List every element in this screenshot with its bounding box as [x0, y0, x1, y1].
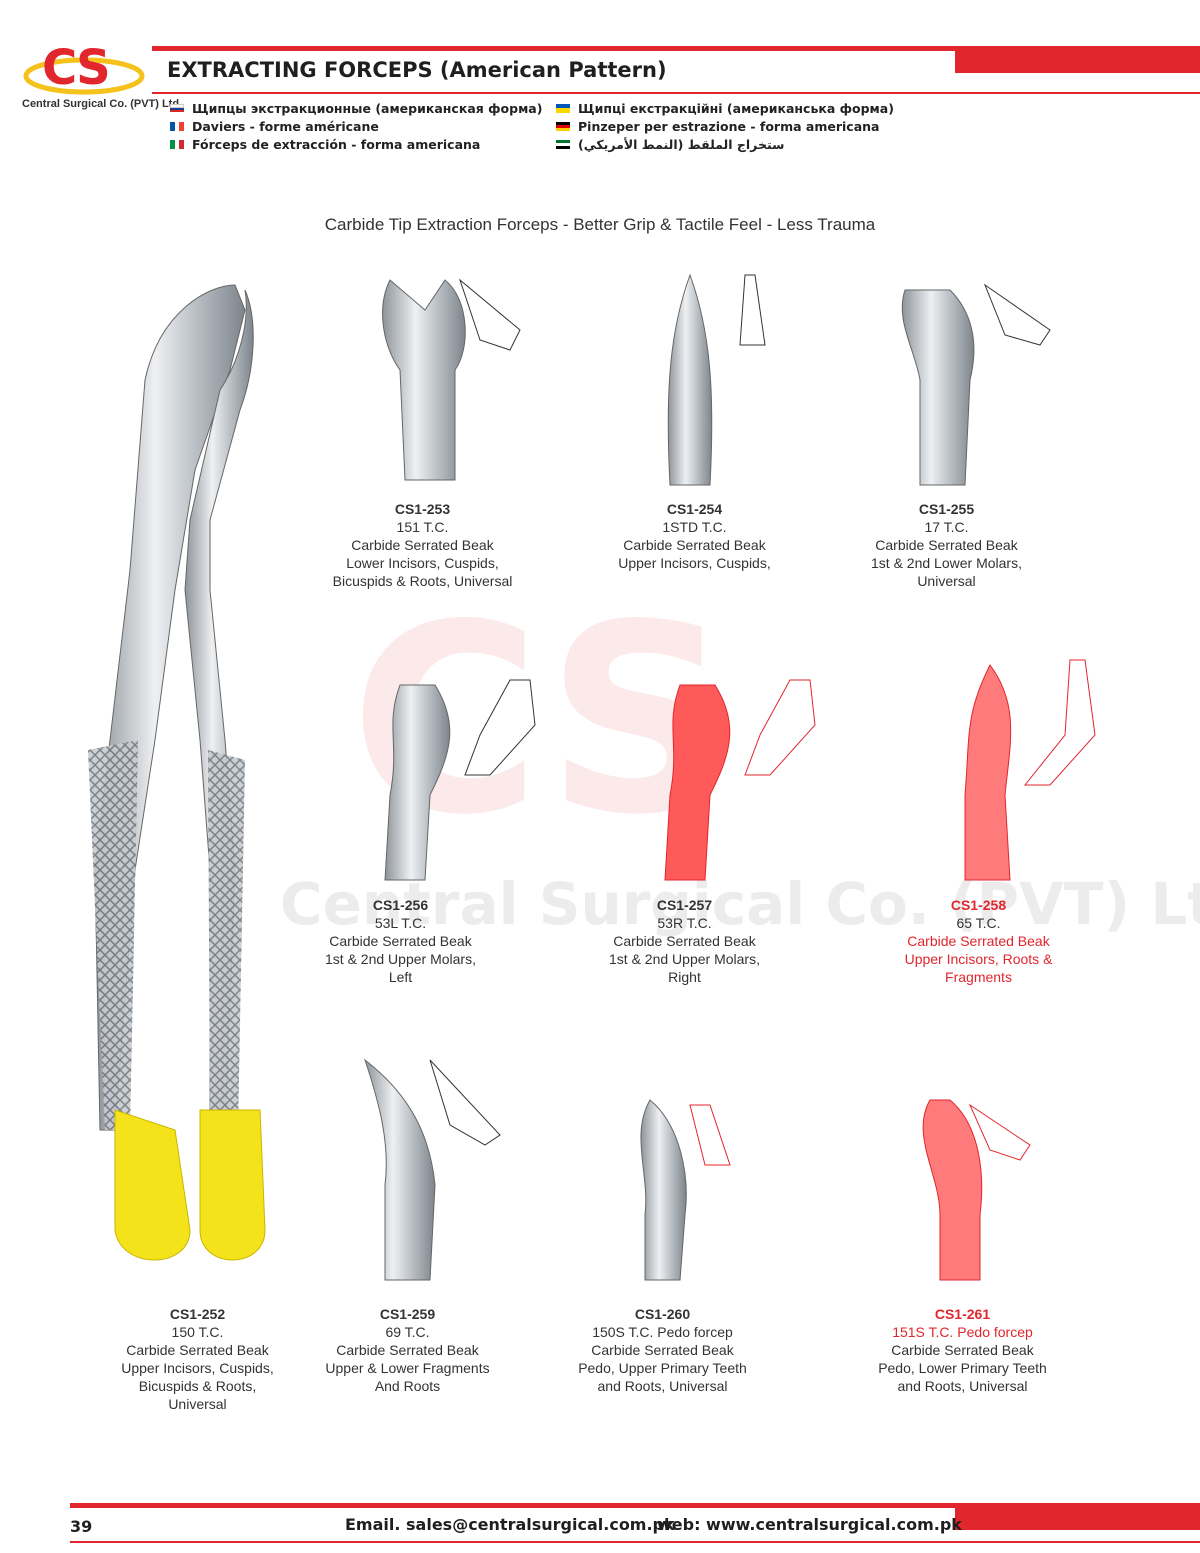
product-CS1-256: CS1-256 53L T.C. Carbide Serrated Beak 1… — [278, 896, 523, 986]
header-rule-top — [152, 46, 1200, 51]
product-code: CS1-260 — [634, 1306, 691, 1322]
product-CS1-260: CS1-260 150S T.C. Pedo forcep Carbide Se… — [540, 1305, 785, 1395]
product-CS1-254: CS1-254 1STD T.C. Carbide Serrated Beak … — [572, 500, 817, 572]
footer-rule-top — [70, 1503, 1200, 1508]
translation-italian: Pinzeper per estrazione - forma american… — [556, 117, 894, 135]
translation-arabic: ستخراج الملقط (النمط الأمريكي) — [556, 135, 894, 153]
product-code: CS1-261 — [934, 1306, 991, 1322]
product-CS1-257: CS1-257 53R T.C. Carbide Serrated Beak 1… — [562, 896, 807, 986]
forceps-image-258 — [964, 659, 1096, 881]
product-code: CS1-255 — [918, 501, 975, 517]
page-number: 39 — [70, 1517, 93, 1536]
product-CS1-252: CS1-252 150 T.C. Carbide Serrated Beak U… — [75, 1305, 320, 1413]
translation-spanish: Fórceps de extracción - forma americana — [170, 135, 542, 153]
forceps-image-253 — [382, 278, 521, 481]
large-forceps-image — [88, 284, 266, 1261]
footer-web[interactable]: web: www.centralsurgical.com.pk — [657, 1515, 962, 1534]
product-code: CS1-252 — [169, 1306, 226, 1322]
ukraine-flag-icon — [556, 103, 570, 113]
page-title: EXTRACTING FORCEPS (American Pattern) — [167, 58, 667, 82]
product-CS1-253: CS1-253 151 T.C. Carbide Serrated Beak L… — [300, 500, 545, 590]
page-subtitle: Carbide Tip Extraction Forceps - Better … — [324, 215, 876, 234]
translation-french: Daviers - forme américane — [170, 117, 542, 135]
logo-mark: CS — [42, 40, 111, 96]
forceps-image-257 — [664, 679, 816, 881]
russia-flag-icon — [170, 103, 184, 113]
forceps-image-260 — [640, 1099, 731, 1281]
footer-rule-bottom — [70, 1541, 1200, 1543]
product-code: CS1-253 — [394, 501, 451, 517]
translations-right: Щипці екстракційні (американська форма) … — [556, 99, 894, 153]
translation-russian: Щипцы экстракционные (американская форма… — [170, 99, 542, 117]
uae-flag-icon — [556, 139, 570, 149]
company-name: Central Surgical Co. (PVT) Ltd. — [22, 98, 183, 110]
product-code: CS1-258 — [950, 897, 1007, 913]
translations-left: Щипцы экстракционные (американская форма… — [170, 99, 542, 153]
logo-swoosh-icon — [23, 57, 145, 95]
product-code: CS1-259 — [379, 1306, 436, 1322]
product-CS1-255: CS1-255 17 T.C. Carbide Serrated Beak 1s… — [824, 500, 1069, 590]
footer-accent-block — [955, 1508, 1200, 1530]
france-flag-icon — [170, 121, 185, 131]
product-code: CS1-254 — [666, 501, 723, 517]
translation-ukrainian: Щипці екстракційні (американська форма) — [556, 99, 894, 117]
footer-email[interactable]: Email. sales@centralsurgical.com.pk — [345, 1515, 675, 1534]
forceps-image-255 — [901, 283, 1051, 486]
logo: CS Central Surgical Co. (PVT) Ltd. — [22, 38, 182, 118]
product-CS1-259: CS1-259 69 T.C. Carbide Serrated Beak Up… — [285, 1305, 530, 1395]
germany-flag-icon — [556, 121, 570, 131]
product-CS1-258: CS1-258 65 T.C. Carbide Serrated Beak Up… — [856, 896, 1101, 986]
product-code: CS1-256 — [372, 897, 429, 913]
header-accent-block — [955, 51, 1200, 73]
forceps-image-261 — [922, 1099, 1031, 1281]
forceps-image-254 — [667, 273, 766, 486]
forceps-image-259 — [364, 1058, 501, 1281]
watermark-company: Central Surgical Co. (PVT) Ltd — [280, 870, 1200, 938]
product-CS1-261: CS1-261 151S T.C. Pedo forcep Carbide Se… — [840, 1305, 1085, 1395]
header-rule-bottom — [152, 92, 1200, 94]
forceps-image-256 — [384, 679, 536, 881]
product-code: CS1-257 — [656, 897, 713, 913]
italy-flag-icon — [170, 139, 185, 149]
